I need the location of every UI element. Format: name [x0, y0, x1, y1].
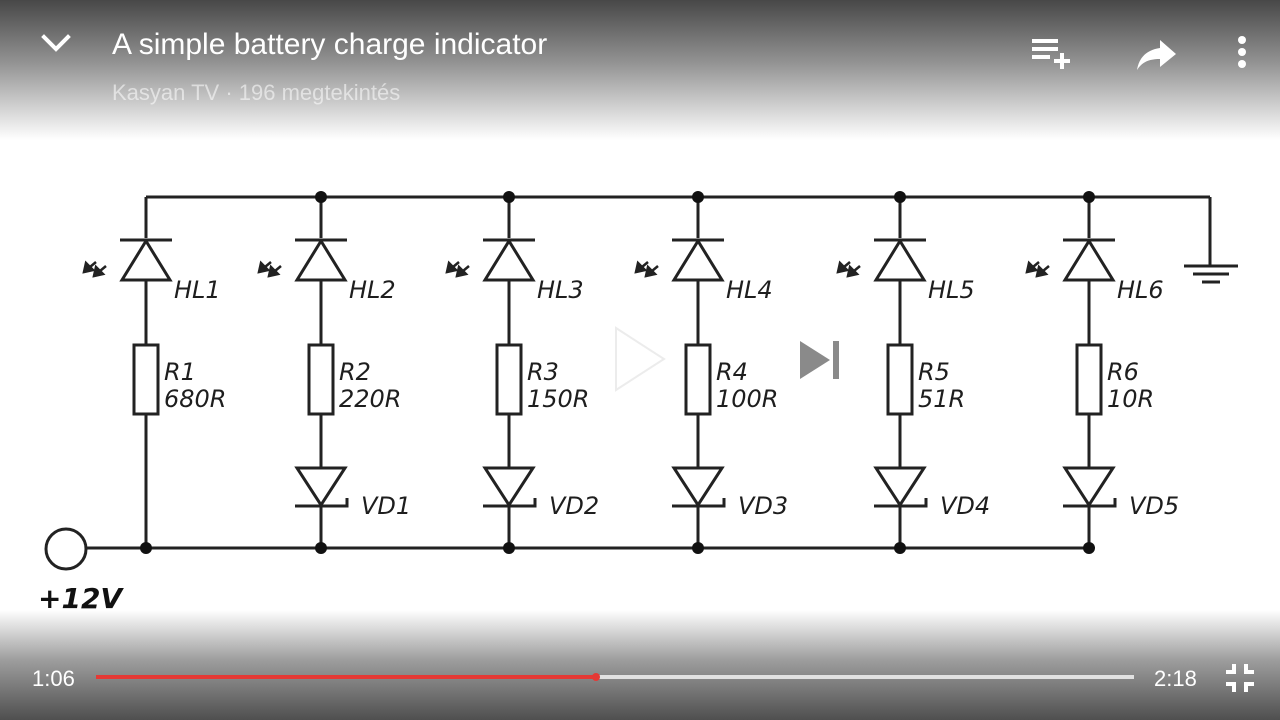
top-overlay: [0, 0, 1280, 140]
resistor-label: R3: [527, 358, 559, 386]
resistance-value: 680R: [164, 385, 226, 413]
led-label: HL3: [537, 276, 584, 304]
play-icon: [615, 326, 666, 392]
more-options-button[interactable]: [1222, 28, 1262, 76]
resistor-symbol: [307, 343, 335, 416]
share-button[interactable]: [1132, 28, 1180, 76]
playlist-add-icon: [1032, 39, 1070, 69]
fullscreen-exit-icon: [1226, 664, 1254, 692]
diode-label: VD2: [549, 492, 599, 520]
led-label: HL5: [928, 276, 975, 304]
diode-label: VD5: [1129, 492, 1179, 520]
resistor-label: R5: [918, 358, 950, 386]
junction-dot: [503, 191, 515, 203]
resistor-label: R1: [164, 358, 196, 386]
junction-dot: [1083, 191, 1095, 203]
light-arrows: [634, 260, 659, 278]
resistance-value: 51R: [918, 385, 965, 413]
collapse-button[interactable]: [34, 24, 78, 64]
play-button[interactable]: [612, 324, 668, 394]
video-meta: Kasyan TV · 196 megtekintés: [112, 80, 401, 105]
light-arrows: [257, 260, 282, 278]
led-symbol: [873, 238, 927, 282]
total-time: 2:18: [1154, 666, 1197, 691]
diode-label: VD3: [738, 492, 788, 520]
resistance-value: 220R: [339, 385, 401, 413]
led-symbol: [119, 238, 173, 282]
video-title: A simple battery charge indicator: [112, 28, 548, 61]
led-label: HL6: [1117, 276, 1164, 304]
resistor-label: R2: [339, 358, 371, 386]
diode-label: VD1: [361, 492, 411, 520]
current-time: 1:06: [32, 666, 75, 691]
diode-symbol: [482, 466, 537, 548]
junction-dot: [140, 542, 152, 554]
bottom-overlay: [0, 610, 1280, 720]
led-symbol: [671, 238, 725, 282]
resistor-symbol: [886, 343, 914, 416]
resistance-value: 150R: [527, 385, 589, 413]
diode-label: VD4: [940, 492, 990, 520]
resistor-label: R6: [1107, 358, 1139, 386]
resistor-symbol: [684, 343, 712, 416]
skip-next-icon: [800, 341, 839, 379]
more-vert-icon: [1238, 36, 1246, 68]
light-arrows: [445, 260, 470, 278]
ground-symbol: [1184, 264, 1238, 284]
junction-dot: [1083, 542, 1095, 554]
led-label: HL2: [349, 276, 396, 304]
resistance-value: 100R: [716, 385, 778, 413]
chevron-down-icon: [41, 34, 71, 52]
supply-label: +12V: [38, 582, 124, 615]
resistor-label: R4: [716, 358, 748, 386]
junction-dot: [315, 191, 327, 203]
add-to-playlist-button[interactable]: [1028, 28, 1076, 76]
junction-dot: [894, 191, 906, 203]
led-symbol: [294, 238, 348, 282]
next-button[interactable]: [796, 336, 846, 384]
led-label: HL4: [726, 276, 773, 304]
diode-symbol: [671, 466, 726, 548]
share-icon: [1137, 40, 1176, 70]
junction-dot: [692, 542, 704, 554]
skip-previous-icon: [440, 339, 481, 381]
resistor-symbol: [495, 343, 523, 416]
led-label: HL1: [174, 276, 221, 304]
light-arrows: [836, 260, 861, 278]
supply-terminal: [44, 527, 88, 571]
exit-fullscreen-button[interactable]: [1222, 660, 1258, 696]
led-symbol: [1062, 238, 1116, 282]
diode-symbol: [873, 466, 928, 548]
junction-dot: [692, 191, 704, 203]
seek-bar-thumb[interactable]: [592, 673, 601, 681]
diode-symbol: [294, 466, 349, 548]
junction-dot: [503, 542, 515, 554]
seek-bar[interactable]: [96, 673, 1134, 681]
light-arrows: [1025, 260, 1050, 278]
resistor-symbol: [1075, 343, 1103, 416]
resistance-value: 10R: [1107, 385, 1154, 413]
previous-button[interactable]: [436, 336, 486, 384]
diode-symbol: [1062, 466, 1117, 548]
junction-dot: [315, 542, 327, 554]
led-symbol: [482, 238, 536, 282]
junction-dot: [894, 542, 906, 554]
light-arrows: [82, 260, 107, 278]
resistor-symbol: [132, 343, 160, 416]
seek-bar-progress: [96, 675, 597, 679]
